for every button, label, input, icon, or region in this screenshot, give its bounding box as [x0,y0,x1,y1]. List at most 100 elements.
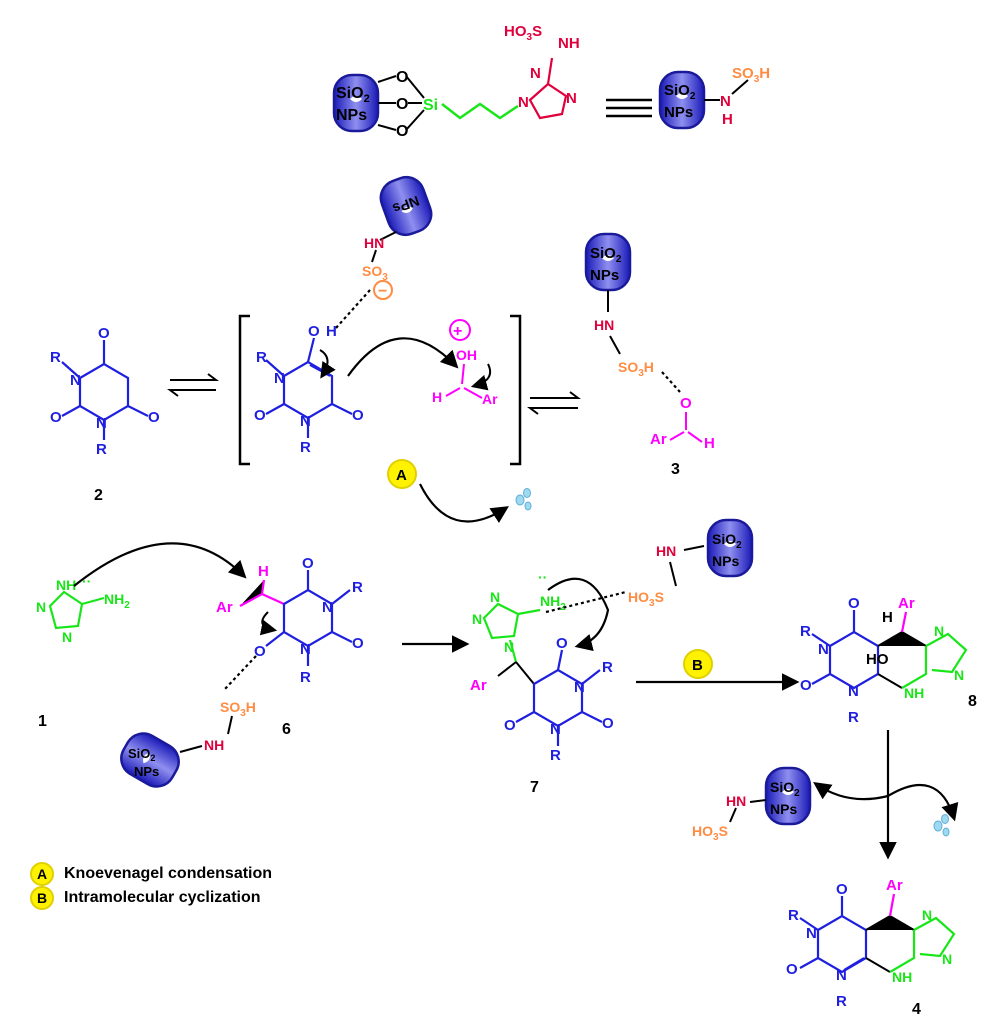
enol-intermediate: O H O O N N R R [254,323,459,456]
svg-text:O: O [302,555,314,572]
arrow-8-to-4: SiO2 NPs HN HO3S [692,730,959,860]
svg-text:N: N [848,683,859,700]
svg-text:NPs: NPs [134,764,159,779]
svg-text:HN: HN [656,543,676,559]
svg-text:Ar: Ar [216,599,233,616]
svg-text:SiO2: SiO2 [336,85,370,105]
svg-text:R: R [602,659,613,676]
legend-label-b: Intramolecular cyclization [64,889,261,906]
svg-text:R: R [352,579,363,596]
svg-text:H: H [258,563,269,580]
svg-text:NH: NH [204,737,224,753]
legend-step-b: B Intramolecular cyclization [30,886,261,910]
compound-8: O O N N R R H HO Ar NH N N 8 [800,595,977,726]
svg-text:Ar: Ar [470,677,487,694]
svg-text:NH: NH [904,685,924,701]
svg-text:−: − [378,283,387,300]
compound-7: N N N NH2 ·· Ar O O O N N R R 7 HO3S HN … [470,518,754,796]
svg-text:SiO2: SiO2 [664,82,696,102]
svg-text:N: N [322,599,333,616]
svg-text:R: R [300,439,311,456]
svg-text:R: R [550,747,561,764]
svg-text:N: N [274,370,285,387]
svg-text:O: O [352,407,364,424]
label-compound-2: 2 [94,487,103,504]
svg-text:O: O [504,717,516,734]
svg-text:HO3S: HO3S [504,23,542,43]
svg-text:HO: HO [866,651,889,668]
svg-text:H: H [704,435,715,452]
svg-text:N: N [574,679,585,696]
svg-text:HO3S: HO3S [628,589,664,609]
svg-text:O: O [786,961,798,978]
svg-text:O: O [396,123,408,140]
svg-text:B: B [692,657,703,674]
svg-text:NPs: NPs [336,107,367,124]
svg-text:N: N [954,667,964,683]
svg-text:N: N [550,721,561,738]
svg-text:N: N [530,65,541,82]
badge-b: B [30,886,54,910]
legend-step-a: A Knoevenagel condensation [30,862,272,886]
svg-text:O: O [50,409,62,426]
svg-text:SiO2: SiO2 [128,746,155,763]
svg-text:R: R [300,669,311,686]
svg-text:OH: OH [456,347,477,363]
svg-text:N: N [922,907,932,923]
svg-text:NH: NH [56,577,76,593]
svg-text:O: O [602,715,614,732]
svg-text:N: N [566,90,577,107]
label-compound-4: 4 [912,1001,921,1018]
svg-text:NH2: NH2 [540,593,566,613]
svg-text:O: O [680,395,692,412]
svg-text:H: H [326,323,337,340]
compound-2: O O O N N R R 2 [50,325,160,504]
svg-text:N: N [70,372,81,389]
svg-text:R: R [836,993,847,1010]
svg-text:HN: HN [594,317,614,333]
svg-text:N: N [504,639,514,655]
svg-text:SO3H: SO3H [732,65,770,85]
svg-text:R: R [800,623,811,640]
svg-text:O: O [254,643,266,660]
svg-text:HN: HN [726,793,746,809]
svg-text:SiO2: SiO2 [712,531,742,551]
svg-text:NH2: NH2 [104,591,130,611]
svg-text:Ar: Ar [482,391,498,407]
svg-text:Ar: Ar [886,877,903,894]
legend-label-a: Knoevenagel condensation [64,865,273,882]
svg-text:SO3H: SO3H [618,359,654,379]
svg-text:··: ·· [82,573,91,589]
svg-text:NPs: NPs [712,553,739,569]
svg-text:O: O [148,409,160,426]
svg-text:N: N [818,641,829,658]
svg-text:Si: Si [423,97,438,114]
svg-text:N: N [96,415,107,432]
badge-a: A [30,862,54,886]
svg-text:N: N [300,641,311,658]
svg-text:O: O [396,69,408,86]
svg-text:N: N [300,413,311,430]
svg-text:NH: NH [558,35,580,52]
catalyst-structure: SiO2 NPs O O O Si N N N NH HO3S SiO2 NPs… [332,23,770,140]
compound-6: H Ar O O O N N R R 6 SO3H NH SiO2 NPs [113,555,364,795]
svg-text:N: N [836,967,847,984]
svg-text:N: N [36,599,46,615]
svg-text:NPs: NPs [664,104,693,121]
svg-text:Ar: Ar [898,595,915,612]
svg-text:N: N [720,93,731,110]
compound-4: O O N N R R Ar NH N N 4 [786,877,956,1018]
svg-text:N: N [934,623,944,639]
svg-text:SiO2: SiO2 [590,245,622,265]
svg-text:R: R [848,709,859,726]
svg-text:O: O [254,407,266,424]
svg-text:··: ·· [538,569,547,585]
svg-text:O: O [556,635,568,652]
equilibrium-arrow-1 [167,373,219,397]
svg-text:+: + [453,323,462,340]
svg-text:N: N [942,951,952,967]
svg-text:O: O [396,96,408,113]
label-compound-1: 1 [38,713,47,730]
svg-text:O: O [848,595,860,612]
